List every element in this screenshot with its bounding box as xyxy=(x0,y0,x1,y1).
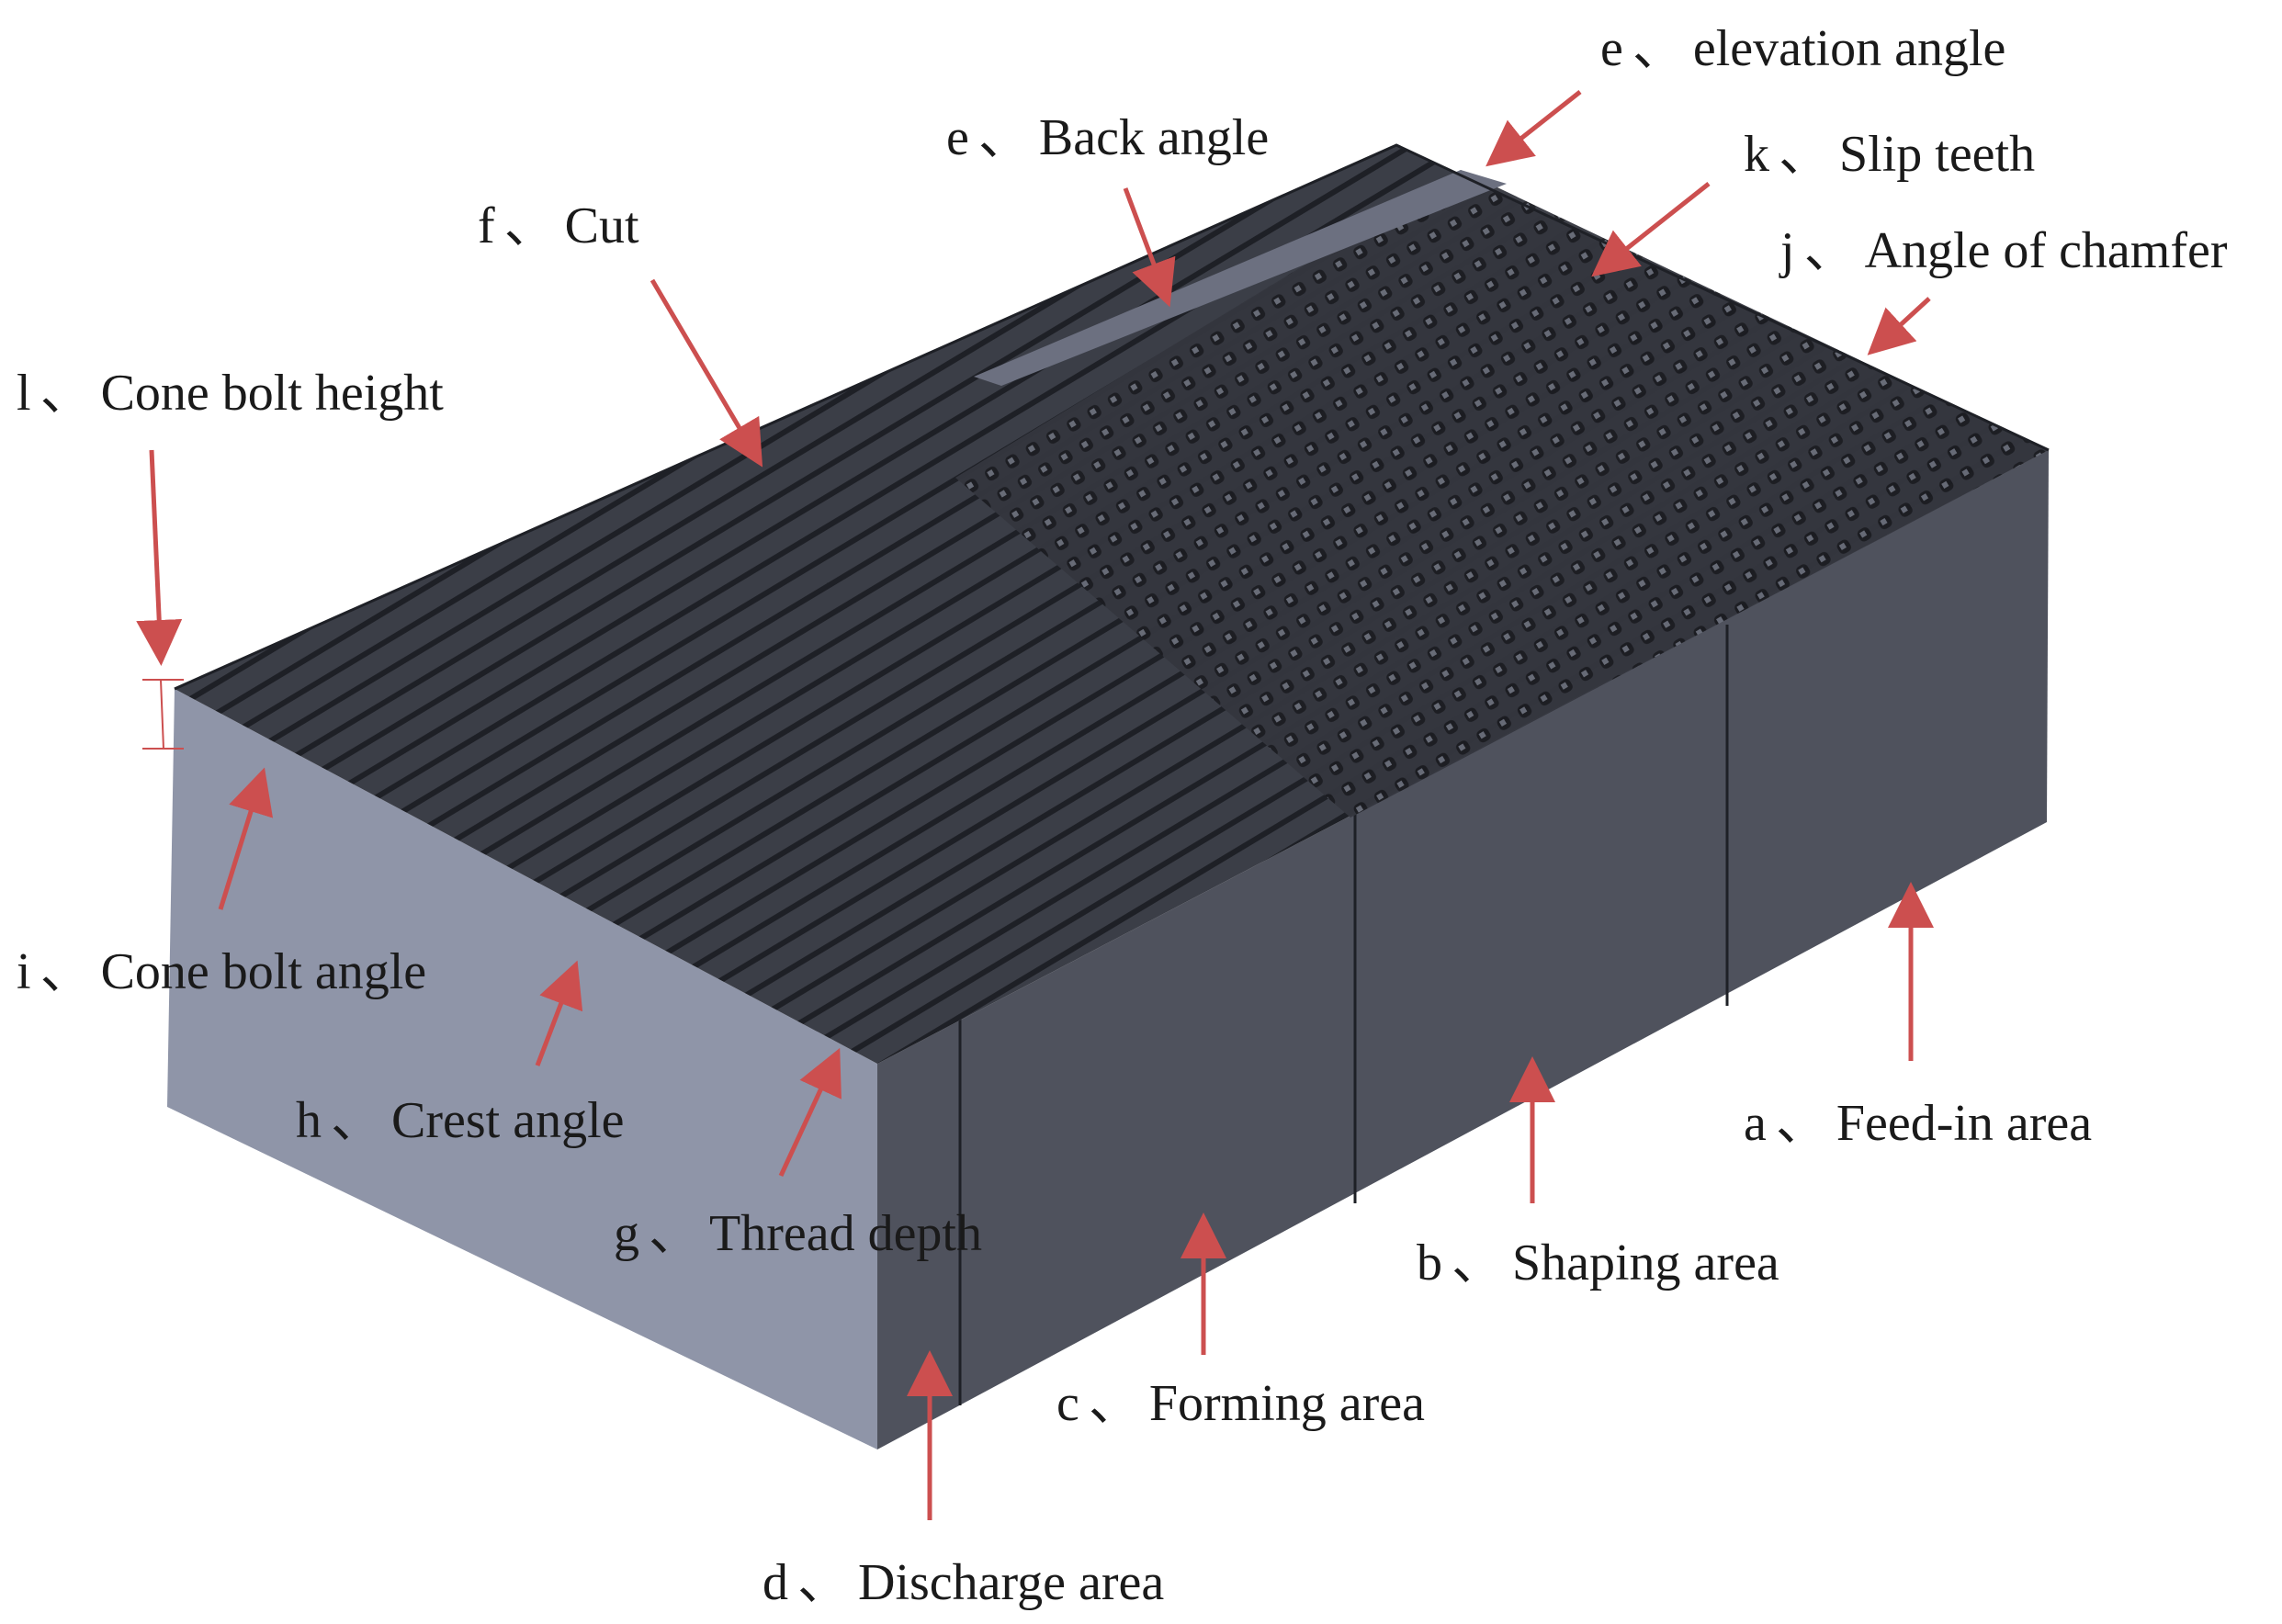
die-front-face xyxy=(877,450,2049,1449)
arrow-h xyxy=(535,960,583,1066)
slip-teeth-region xyxy=(955,170,2049,818)
label-cut: f、Cut xyxy=(478,197,639,254)
arrow-e-back xyxy=(1123,187,1176,308)
arrow-k xyxy=(1591,182,1711,277)
arrow-e-elevation xyxy=(1486,90,1582,167)
arrow-l xyxy=(136,449,183,666)
label-back-angle: e、Back angle xyxy=(946,109,1270,166)
arrow-i xyxy=(218,767,274,910)
label-angle-of-chamfer: j、Angle of chamfer xyxy=(1780,222,2228,279)
die-side-face xyxy=(167,689,877,1449)
label-elevation-angle: e、elevation angle xyxy=(1600,20,2006,77)
callout-arrows xyxy=(136,90,1934,1520)
label-cone-bolt-height: l、Cone bolt height xyxy=(17,365,444,422)
back-chamfer-strip xyxy=(974,170,1507,386)
label-slip-teeth: k、Slip teeth xyxy=(1744,126,2036,183)
label-thread-depth: g、Thread depth xyxy=(614,1205,982,1262)
label-forming-area: c、Forming area xyxy=(1056,1375,1425,1432)
label-shaping-area: b、Shaping area xyxy=(1417,1235,1779,1291)
label-cone-bolt-angle: i、Cone bolt angle xyxy=(17,943,427,1000)
arrow-g xyxy=(778,1047,842,1178)
cone-bolt-height-dimension xyxy=(142,679,184,750)
arrow-j xyxy=(1867,297,1931,355)
label-crest-angle: h、Crest angle xyxy=(296,1092,625,1149)
label-feed-in-area: a、Feed-in area xyxy=(1744,1095,2093,1152)
arrow-f xyxy=(650,278,763,468)
label-discharge-area: d、Discharge area xyxy=(763,1554,1165,1611)
